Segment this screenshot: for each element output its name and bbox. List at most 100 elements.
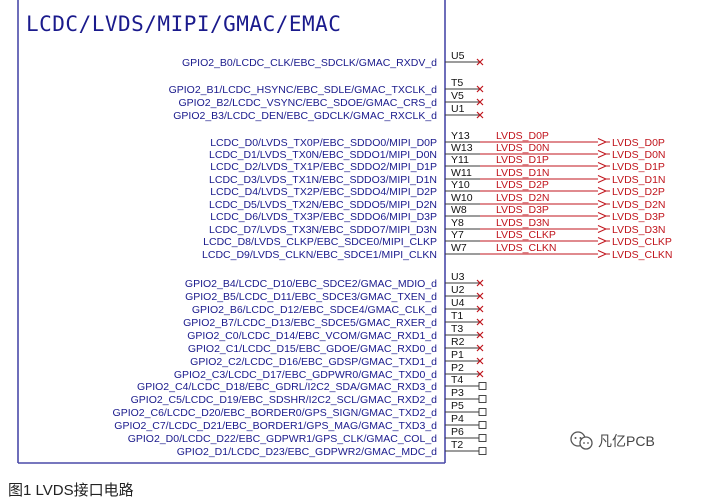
- pin-name: GPIO2_C6/LCDC_D20/EBC_BORDER0/GPS_SIGN/G…: [113, 407, 438, 419]
- test-point-marker: [478, 434, 487, 442]
- pin-number: P4: [451, 413, 464, 425]
- no-connect-marker: [476, 58, 484, 66]
- pin-number: U4: [451, 297, 465, 309]
- net-label: LVDS_CLKP: [496, 229, 556, 241]
- watermark-text: 凡亿PCB: [598, 433, 655, 449]
- pin-number: U3: [451, 271, 465, 283]
- pin-name: GPIO2_B1/LCDC_HSYNC/EBC_SDLE/GMAC_TXCLK_…: [169, 84, 438, 96]
- port-arrow-icon: [597, 250, 608, 258]
- no-connect-marker: [476, 85, 484, 93]
- pin-name: GPIO2_C1/LCDC_D15/EBC_GDOE/GMAC_RXD0_d: [188, 343, 437, 355]
- pin-name: GPIO2_C2/LCDC_D16/EBC_GDSP/GMAC_TXD1_d: [190, 356, 437, 368]
- net-label: LVDS_CLKN: [496, 242, 557, 254]
- test-point-marker: [478, 408, 487, 416]
- test-point-marker: [478, 421, 487, 429]
- no-connect-marker: [476, 98, 484, 106]
- pin-name: LCDC_D1/LVDS_TX0N/EBC_SDDO1/MIPI_D0N: [209, 149, 437, 161]
- port-arrow-icon: [597, 150, 608, 158]
- port-arrow-icon: [597, 138, 608, 146]
- port-label: LVDS_D0P: [612, 137, 665, 149]
- port-arrow-icon: [597, 225, 608, 233]
- pin-name: GPIO2_B2/LCDC_VSYNC/EBC_SDOE/GMAC_CRS_d: [178, 97, 437, 109]
- port-label: LVDS_D1N: [612, 174, 666, 186]
- port-label: LVDS_CLKN: [612, 249, 673, 261]
- port-label: LVDS_D0N: [612, 149, 666, 161]
- pin-number: Y10: [451, 179, 470, 191]
- pin-name: GPIO2_C0/LCDC_D14/EBC_VCOM/GMAC_RXD1_d: [187, 330, 437, 342]
- pin-number: T5: [451, 77, 463, 89]
- pin-number: W7: [451, 242, 467, 254]
- pin-number: W11: [451, 167, 472, 179]
- pin-name: GPIO2_C5/LCDC_D19/EBC_SDSHR/I2C2_SCL/GMA…: [131, 394, 438, 406]
- no-connect-marker: [476, 318, 484, 326]
- pin-name: GPIO2_C3/LCDC_D17/EBC_GDPWR0/GMAC_TXD0_d: [174, 369, 437, 381]
- pin-number: R2: [451, 336, 465, 348]
- no-connect-marker: [476, 279, 484, 287]
- watermark: 凡亿PCB: [570, 431, 655, 450]
- pin-number: T1: [451, 310, 463, 322]
- pin-name: GPIO2_D0/LCDC_D22/EBC_GDPWR1/GPS_CLK/GMA…: [128, 433, 437, 445]
- pin-number: P1: [451, 349, 464, 361]
- pin-name: GPIO2_C7/LCDC_D21/EBC_BORDER1/GPS_MAG/GM…: [114, 420, 437, 432]
- no-connect-marker: [476, 111, 484, 119]
- net-label: LVDS_D3N: [496, 217, 550, 229]
- pin-number: Y13: [451, 130, 470, 142]
- pin-name: LCDC_D7/LVDS_TX3N/EBC_SDDO7/MIPI_D3N: [209, 224, 437, 236]
- pin-name: GPIO2_B0/LCDC_CLK/EBC_SDCLK/GMAC_RXDV_d: [182, 57, 437, 69]
- port-arrow-icon: [597, 200, 608, 208]
- port-arrow-icon: [597, 237, 608, 245]
- net-label: LVDS_D3P: [496, 204, 549, 216]
- port-label: LVDS_D2N: [612, 199, 666, 211]
- net-label: LVDS_D1P: [496, 154, 549, 166]
- pin-name: LCDC_D0/LVDS_TX0P/EBC_SDDO0/MIPI_D0P: [210, 137, 437, 149]
- pin-name: GPIO2_B4/LCDC_D10/EBC_SDCE2/GMAC_MDIO_d: [185, 278, 437, 290]
- pin-number: T4: [451, 374, 463, 386]
- no-connect-marker: [476, 305, 484, 313]
- pin-name: GPIO2_D1/LCDC_D23/EBC_GDPWR2/GMAC_MDC_d: [177, 446, 437, 458]
- net-label: LVDS_D2P: [496, 179, 549, 191]
- pin-name: LCDC_D3/LVDS_TX1N/EBC_SDDO3/MIPI_D1N: [209, 174, 437, 186]
- pin-name: LCDC_D6/LVDS_TX3P/EBC_SDDO6/MIPI_D3P: [210, 211, 437, 223]
- port-label: LVDS_D2P: [612, 186, 665, 198]
- net-label: LVDS_D1N: [496, 167, 550, 179]
- pin-number: T3: [451, 323, 463, 335]
- no-connect-marker: [476, 357, 484, 365]
- pin-number: Y8: [451, 217, 464, 229]
- pin-number: W13: [451, 142, 473, 154]
- pin-number: Y7: [451, 229, 464, 241]
- pin-number: P6: [451, 426, 464, 438]
- test-point-marker: [478, 447, 487, 455]
- pin-number: Y11: [451, 154, 469, 166]
- pin-name: GPIO2_B3/LCDC_DEN/EBC_GDCLK/GMAC_RXCLK_d: [173, 110, 437, 122]
- net-label: LVDS_D2N: [496, 192, 550, 204]
- pin-name: LCDC_D2/LVDS_TX1P/EBC_SDDO2/MIPI_D1P: [210, 161, 437, 173]
- port-label: LVDS_D3P: [612, 211, 665, 223]
- port-arrow-icon: [597, 212, 608, 220]
- net-label: LVDS_D0P: [496, 130, 549, 142]
- pin-name: LCDC_D5/LVDS_TX2N/EBC_SDDO5/MIPI_D2N: [209, 199, 437, 211]
- component-title: LCDC/LVDS/MIPI/GMAC/EMAC: [26, 12, 341, 36]
- pin-name: GPIO2_B7/LCDC_D13/EBC_SDCE5/GMAC_RXER_d: [183, 317, 437, 329]
- pin-name: GPIO2_C4/LCDC_D18/EBC_GDRL/I2C2_SDA/GMAC…: [137, 381, 437, 393]
- pin-number: U1: [451, 103, 465, 115]
- pin-name: LCDC_D8/LVDS_CLKP/EBC_SDCE0/MIPI_CLKP: [203, 236, 437, 248]
- port-arrow-icon: [597, 187, 608, 195]
- no-connect-marker: [476, 344, 484, 352]
- wechat-icon: [570, 431, 593, 450]
- pin-number: U5: [451, 50, 465, 62]
- pin-number: W8: [451, 204, 467, 216]
- no-connect-marker: [476, 331, 484, 339]
- net-label: LVDS_D0N: [496, 142, 550, 154]
- pin-name: LCDC_D9/LVDS_CLKN/EBC_SDCE1/MIPI_CLKN: [202, 249, 437, 261]
- pin-number: W10: [451, 192, 473, 204]
- pin-name: GPIO2_B5/LCDC_D11/EBC_SDCE3/GMAC_TXEN_d: [185, 291, 437, 303]
- no-connect-marker: [476, 292, 484, 300]
- pin-list: GPIO2_B0/LCDC_CLK/EBC_SDCLK/GMAC_RXDV_dU…: [113, 50, 673, 458]
- pin-number: P2: [451, 362, 464, 374]
- pin-name: GPIO2_B6/LCDC_D12/EBC_SDCE4/GMAC_CLK_d: [192, 304, 437, 316]
- pin-number: T2: [451, 439, 463, 451]
- pin-name: LCDC_D4/LVDS_TX2P/EBC_SDDO4/MIPI_D2P: [210, 186, 437, 198]
- test-point-marker: [478, 382, 487, 390]
- port-arrow-icon: [597, 162, 608, 170]
- pin-number: U2: [451, 284, 465, 296]
